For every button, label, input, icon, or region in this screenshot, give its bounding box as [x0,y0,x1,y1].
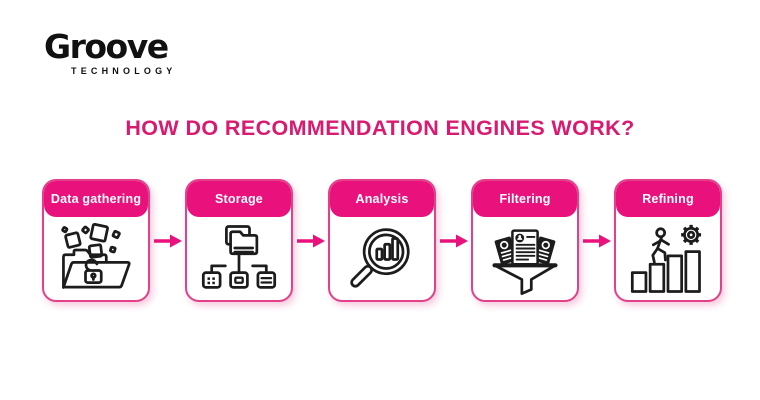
step-header: Storage [187,181,291,217]
step-card-refining: Refining [614,179,722,302]
step-card-analysis: Analysis [328,179,436,302]
folder-unlock-icon [61,222,131,289]
right-arrow-icon [297,234,325,247]
step-header: Analysis [330,181,434,217]
brand-logo: Groove TECHNOLOGY [44,27,177,76]
step-body [44,217,148,300]
step-header: Filtering [473,181,577,217]
page-title: HOW DO RECOMMENDATION ENGINES WORK? [125,116,635,140]
step-label: Storage [215,192,263,206]
right-arrow-icon [583,234,611,247]
step-header: Refining [616,181,720,217]
right-arrow-icon [154,234,182,247]
brand-name: Groove [44,27,169,66]
process-flow: Data gathering [42,179,722,302]
step-body [616,217,720,300]
step-card-filtering: Filtering [471,179,579,302]
funnel-documents-icon [492,228,558,295]
right-arrow-icon [440,234,468,247]
step-label: Filtering [499,192,551,206]
step-label: Data gathering [50,192,142,206]
brand-subtitle: TECHNOLOGY [71,65,177,76]
step-label: Refining [642,192,694,206]
step-card-storage: Storage [185,179,293,302]
step-header: Data gathering [44,181,148,217]
magnifier-chart-icon [350,227,410,288]
step-body [187,217,291,300]
storage-tree-icon [201,224,277,289]
step-body [473,217,577,300]
step-label: Analysis [355,192,409,206]
climbing-bars-gear-icon [630,224,702,293]
step-body [330,217,434,300]
step-card-data-gathering: Data gathering [42,179,150,302]
